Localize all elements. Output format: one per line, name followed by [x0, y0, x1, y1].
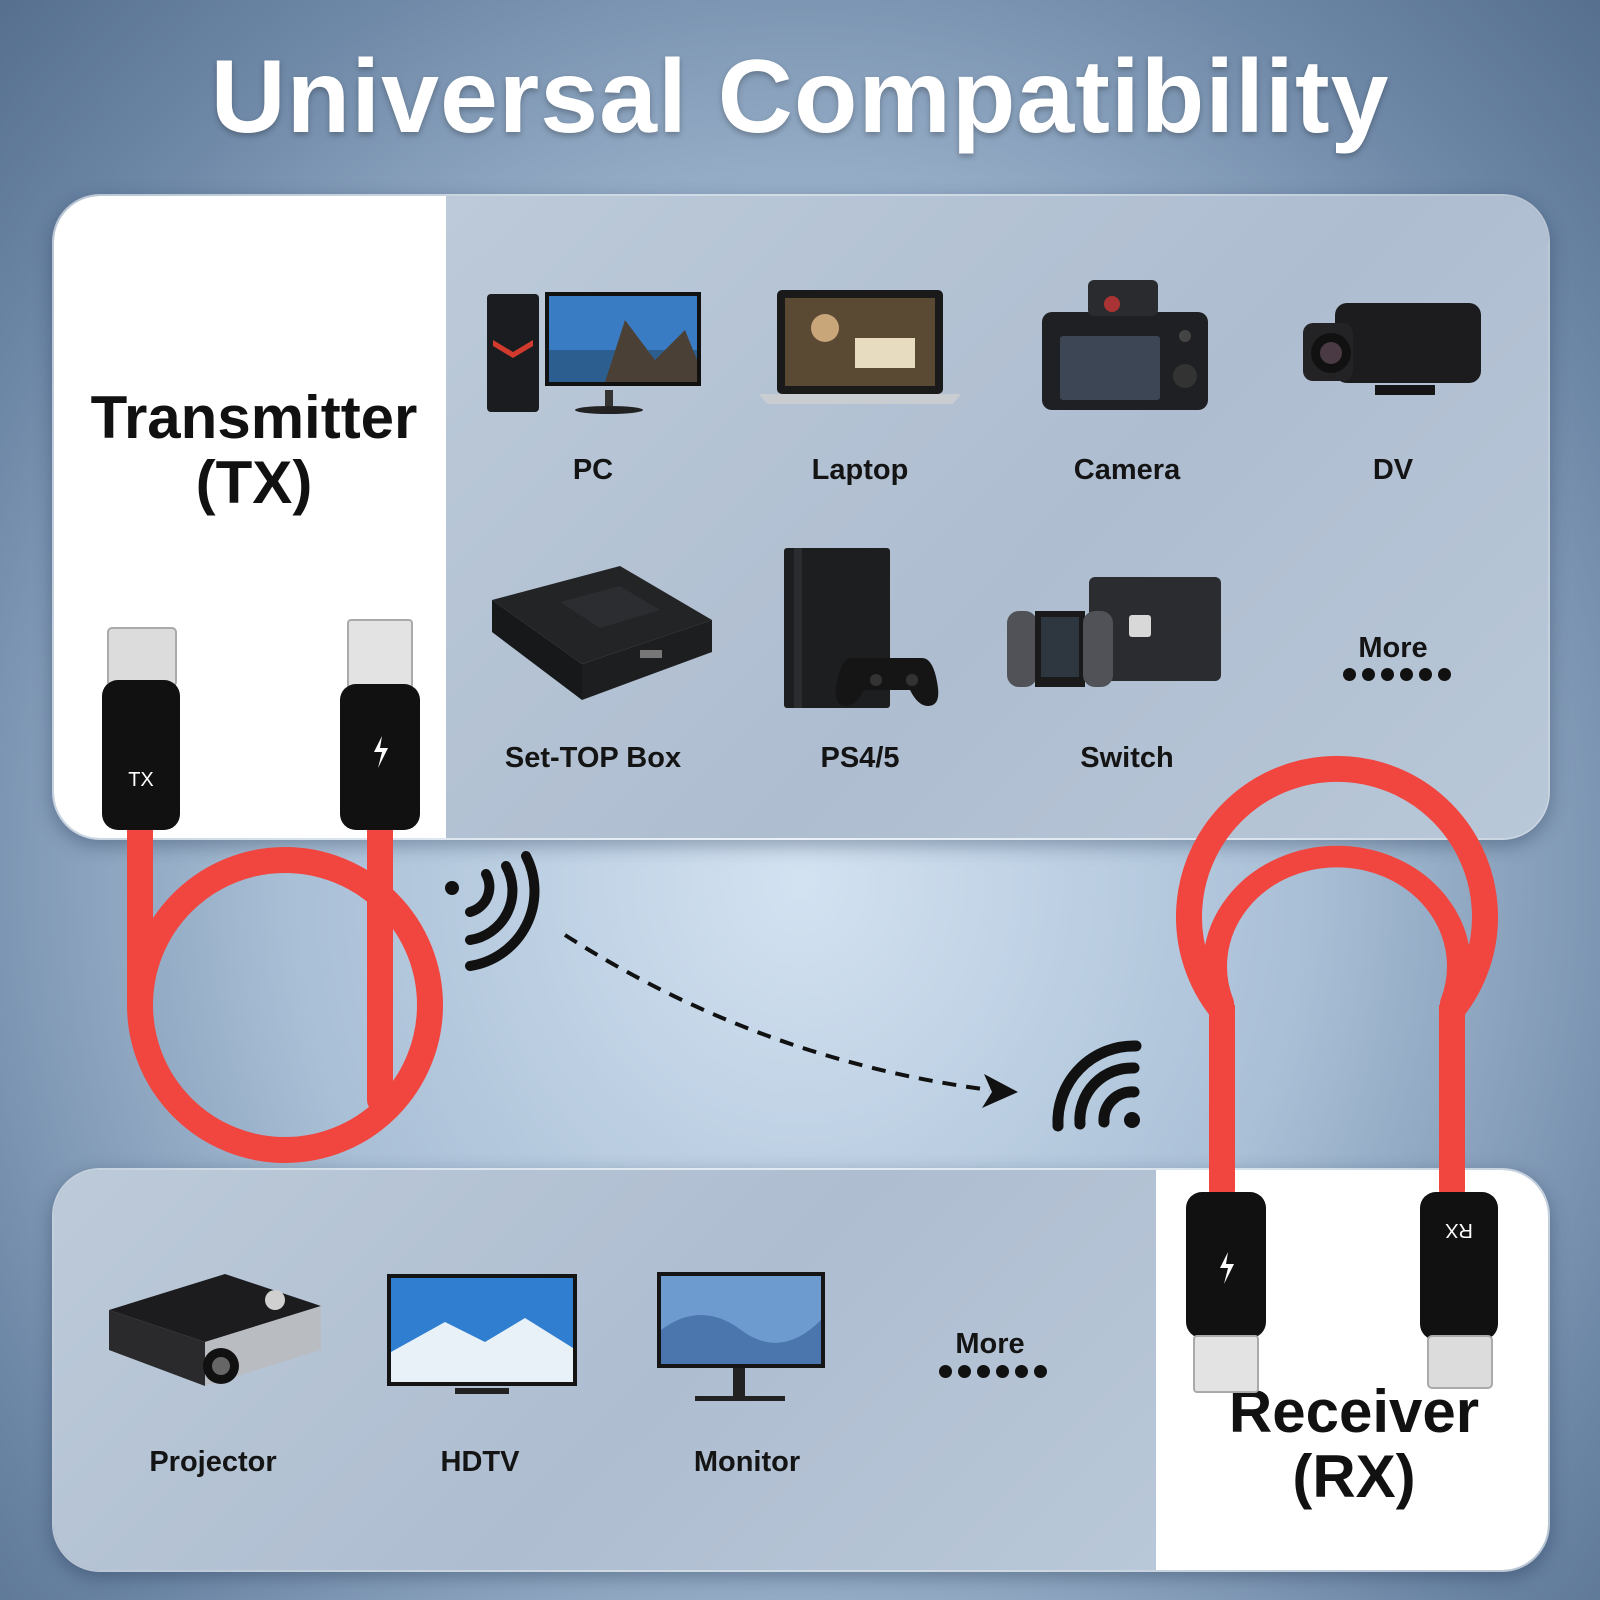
camcorder-icon [1303, 303, 1481, 395]
rx-plug-label: RX [1445, 1219, 1473, 1241]
lightning-icon [374, 736, 388, 768]
transmitter-title: Transmitter [90, 384, 418, 451]
device-label-more-display: More [955, 1328, 1025, 1360]
transmitter-heading: Transmitter (TX) [74, 384, 434, 516]
device-label-camera: Camera [1073, 454, 1181, 486]
more-dots-icon [939, 1365, 1047, 1378]
rx-plug-hdmi: RX [1420, 1192, 1498, 1389]
device-label-more-source: More [1358, 632, 1428, 664]
tx-plug-usb [340, 619, 420, 830]
tx-plug-label: TX [128, 769, 154, 791]
wifi-emit-icon [445, 851, 540, 971]
more-dots-icon [1343, 668, 1451, 681]
device-label-laptop: Laptop [811, 454, 909, 486]
device-label-switch: Switch [1080, 742, 1174, 774]
device-label-set-top-box: Set-TOP Box [504, 742, 682, 774]
device-label-pc: PC [572, 454, 614, 486]
receiver-subtitle: (RX) [1292, 1442, 1416, 1510]
wifi-receive-icon [1052, 1040, 1142, 1132]
arrow-head-icon [982, 1074, 1018, 1108]
rx-plug-usb [1186, 1192, 1266, 1393]
device-label-dv: DV [1372, 454, 1414, 486]
device-label-ps: PS4/5 [820, 742, 900, 774]
rx-cable [1176, 755, 1498, 1203]
device-label-projector: Projector [149, 1446, 277, 1478]
tx-cable [127, 812, 444, 1163]
transmitter-subtitle: (TX) [195, 448, 313, 516]
laptop-icon [759, 290, 961, 404]
receiver-heading: Receiver (RX) [1174, 1378, 1534, 1510]
tv-icon [387, 1274, 577, 1394]
camera-icon [1042, 280, 1208, 410]
monitor-icon [657, 1272, 825, 1401]
page-title: Universal Compatibility [210, 39, 1390, 155]
set-top-box-icon [492, 566, 712, 700]
game-console-icon [784, 548, 939, 708]
receiver-title: Receiver [1228, 1378, 1480, 1445]
device-label-monitor: Monitor [693, 1446, 801, 1478]
signal-arrow [563, 933, 991, 1092]
lightning-icon [1220, 1252, 1234, 1284]
pc-icon [487, 292, 701, 414]
tx-plug-hdmi: TX [102, 627, 180, 830]
switch-console-icon [1007, 577, 1221, 687]
projector-icon [109, 1274, 321, 1386]
device-label-hdtv: HDTV [440, 1446, 520, 1478]
